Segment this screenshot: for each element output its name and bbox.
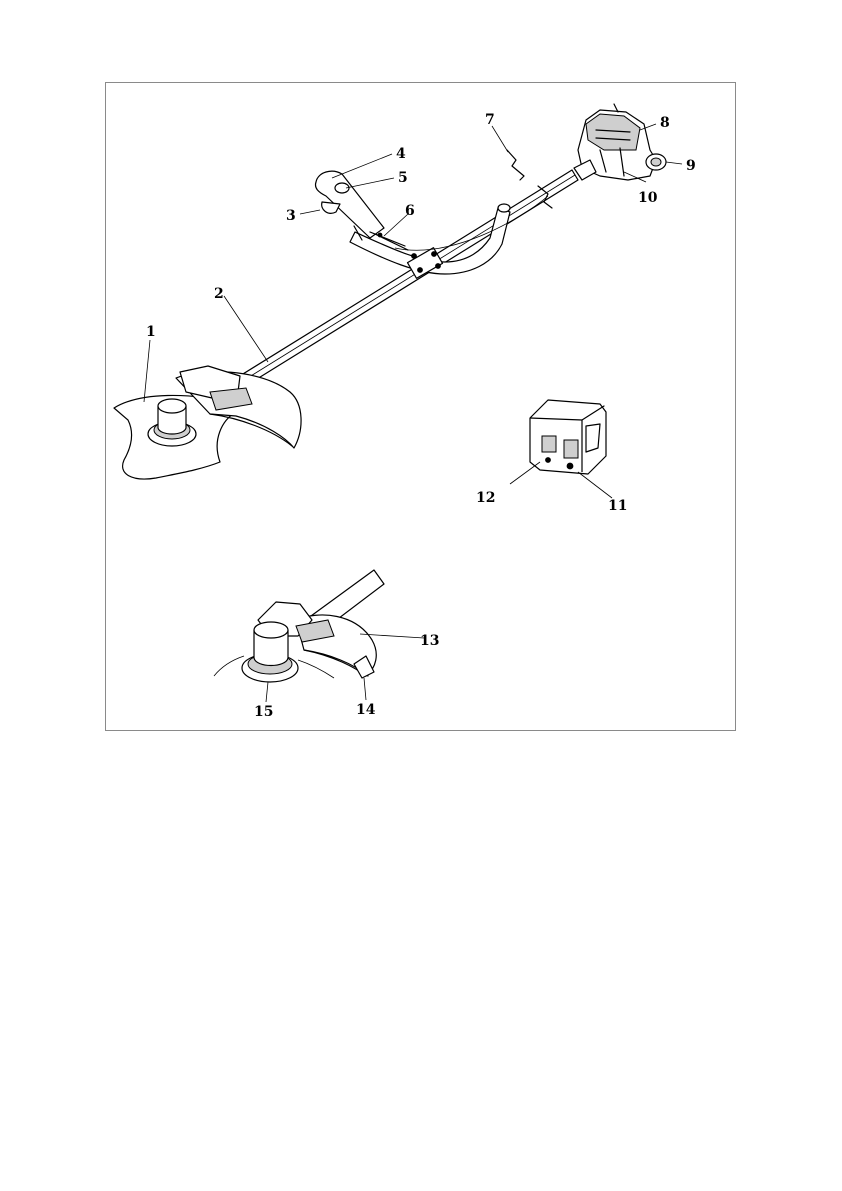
callout-7: 7: [485, 112, 495, 128]
callout-15: 15: [254, 704, 273, 720]
callout-9: 9: [686, 158, 696, 174]
callout-3: 3: [286, 208, 296, 224]
callout-4: 4: [396, 146, 406, 162]
callout-11: 11: [608, 498, 627, 514]
callout-2: 2: [214, 286, 224, 302]
callout-10: 10: [638, 190, 658, 206]
callout-1: 1: [146, 324, 156, 340]
callout-6: 6: [405, 203, 415, 219]
blade-head-assembly: [114, 366, 301, 479]
drive-shaft: [230, 170, 578, 392]
engine-unit: [574, 104, 666, 180]
callout-8: 8: [660, 115, 670, 131]
trimmer-head-detail: [214, 570, 384, 682]
callout-13: 13: [420, 633, 439, 649]
air-filter-detail: [530, 400, 606, 474]
callout-5: 5: [398, 170, 408, 186]
callout-14: 14: [356, 702, 376, 718]
callout-12: 12: [476, 490, 495, 506]
